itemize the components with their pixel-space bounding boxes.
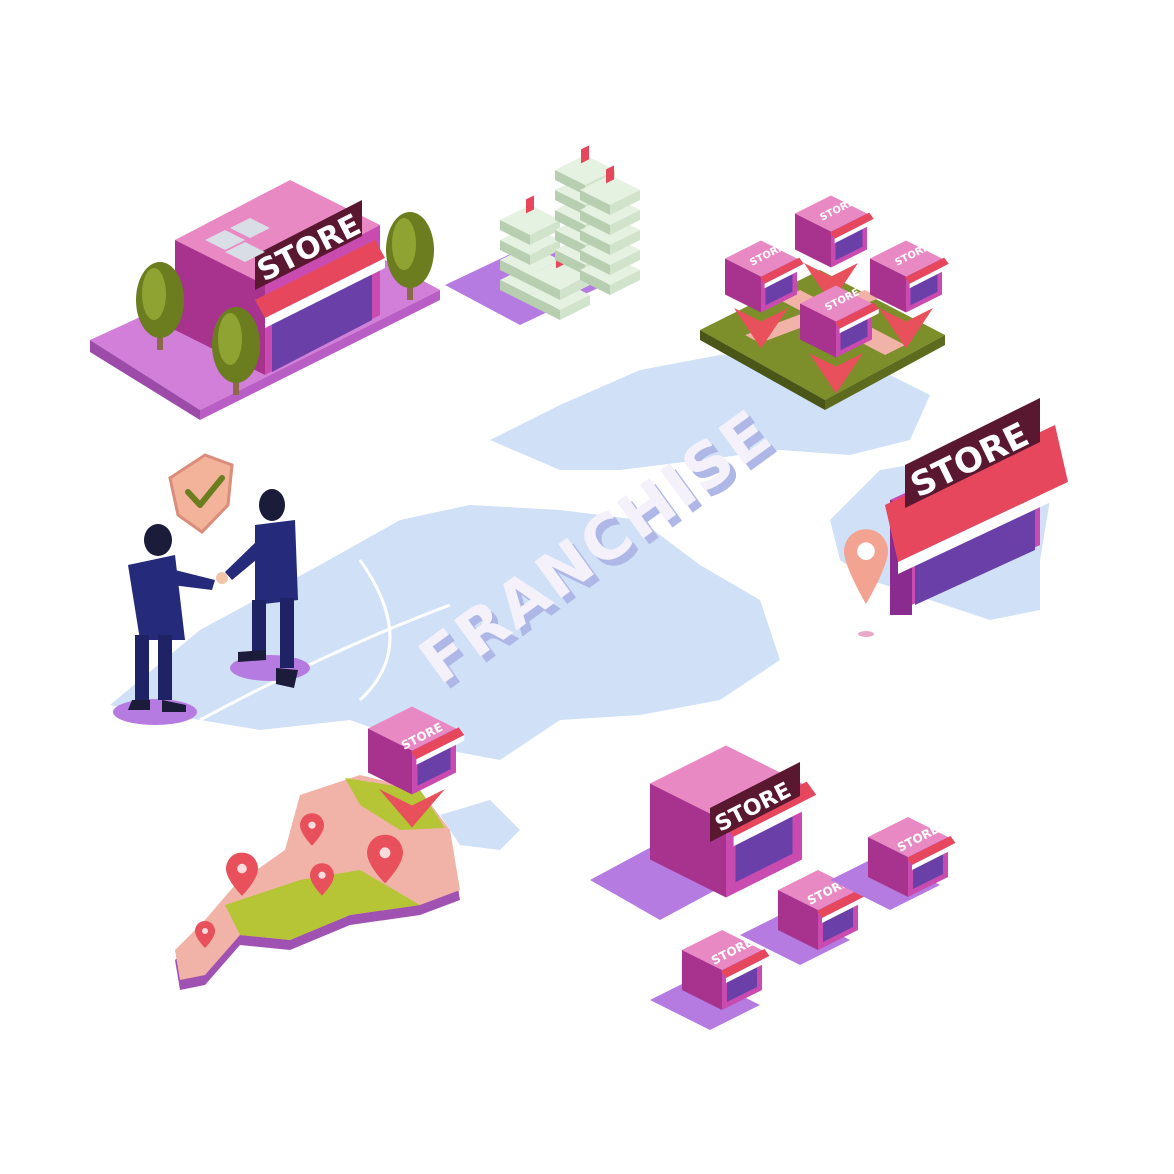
store-chain: STORE STORE STORE STORE: [590, 745, 956, 1030]
store-with-location-pin: STORE: [844, 398, 1068, 637]
south-america-map-icon: STORE: [175, 706, 465, 990]
handshake-icon: [113, 489, 310, 725]
location-pin-icon: [844, 529, 888, 604]
money-stack-icon: [445, 145, 640, 325]
store-awning: [255, 240, 385, 328]
shield-check-icon: [168, 453, 234, 534]
businessman-left: [128, 524, 215, 712]
businessman-right: [225, 489, 298, 688]
store-with-trees: STORE: [90, 180, 440, 420]
world-map-icon: [110, 355, 1050, 850]
roof-ac-units: [205, 218, 270, 262]
store-locations-tile: STORE STORE STORE STORE: [700, 195, 949, 410]
